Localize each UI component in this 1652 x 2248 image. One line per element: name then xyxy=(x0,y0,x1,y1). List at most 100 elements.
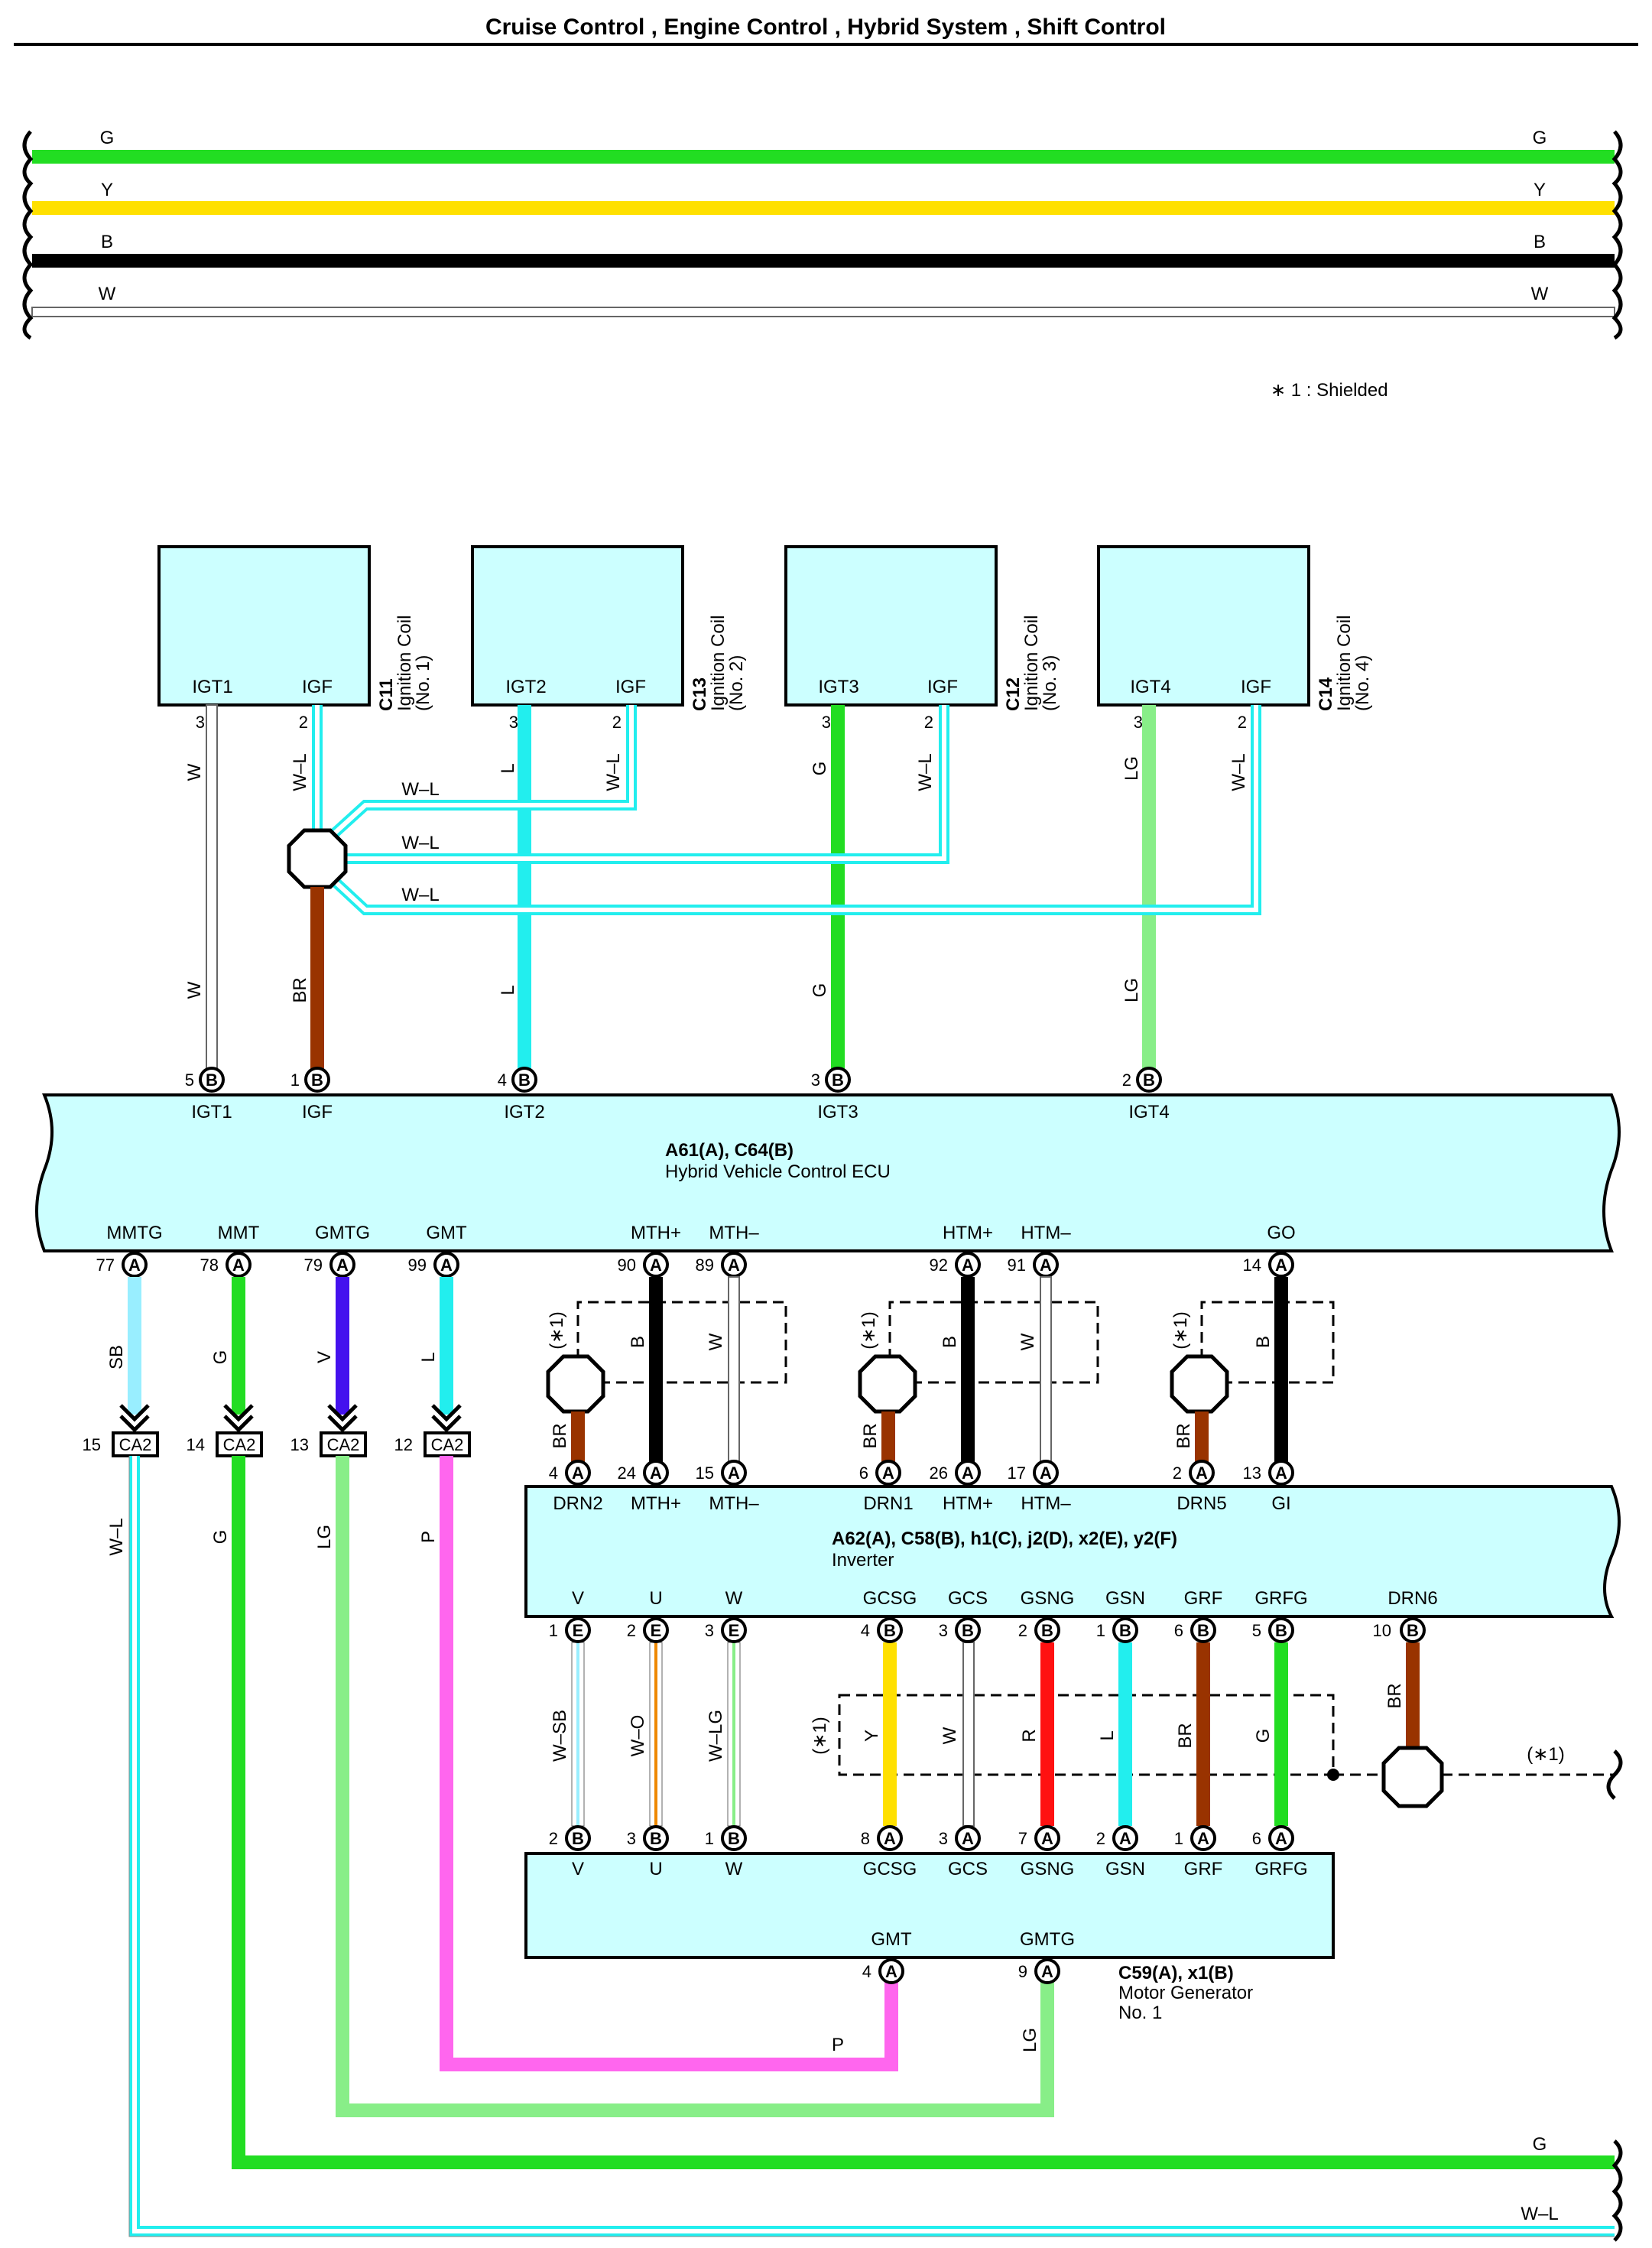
svg-text:1: 1 xyxy=(705,1829,714,1848)
svg-text:U: U xyxy=(649,1588,662,1609)
igf-wl-wires xyxy=(312,705,1261,915)
svg-text:CA2: CA2 xyxy=(119,1435,152,1454)
svg-text:A: A xyxy=(128,1256,141,1275)
ecu-top-pin-igt3: B 3 IGT3 xyxy=(811,1067,858,1122)
bus-label-y-right: Y xyxy=(1534,180,1546,200)
svg-text:A: A xyxy=(232,1256,245,1275)
igf-splice-octagon xyxy=(287,828,348,889)
splice-wl-label-2: W–L xyxy=(401,833,439,853)
ecu-bottom-pin-gmt: GMT A 99 xyxy=(408,1223,467,1278)
ecu-bottom-pin-mmtg: MMTG A 77 xyxy=(96,1223,163,1278)
svg-text:2: 2 xyxy=(1018,1621,1027,1640)
ca2-pin-12: CA2 12 xyxy=(394,1404,471,1457)
svg-text:B: B xyxy=(1197,1621,1209,1640)
svg-text:4: 4 xyxy=(498,1070,507,1090)
svg-text:MTH–: MTH– xyxy=(709,1223,759,1243)
inverter-pin-u: UE2 xyxy=(627,1588,669,1643)
igt4-wire-label-bottom: LG xyxy=(1121,978,1142,1002)
coil-3-igf-label: IGF xyxy=(927,677,958,697)
top-bus: G Y B W G Y B W xyxy=(22,128,1623,340)
bottom-lg-label: LG xyxy=(1020,2028,1040,2052)
svg-text:77: 77 xyxy=(96,1256,115,1275)
svg-text:(No. 1): (No. 1) xyxy=(413,655,433,711)
svg-text:GMTG: GMTG xyxy=(1020,1929,1075,1950)
svg-text:Ignition Coil: Ignition Coil xyxy=(1021,616,1042,711)
inverter-pin-w: WE3 xyxy=(705,1588,747,1643)
svg-text:B: B xyxy=(1275,1621,1287,1640)
svg-text:A: A xyxy=(1275,1463,1287,1483)
svg-text:B: B xyxy=(628,1336,648,1348)
svg-text:HTM–: HTM– xyxy=(1021,1223,1071,1243)
lower-long-wires xyxy=(128,1456,1623,2242)
svg-text:W: W xyxy=(706,1333,726,1350)
mg-name: Motor Generator xyxy=(1118,1983,1253,2003)
svg-text:U: U xyxy=(649,1859,662,1879)
svg-text:(No. 4): (No. 4) xyxy=(1352,655,1373,711)
svg-text:B: B xyxy=(962,1621,974,1640)
svg-text:1: 1 xyxy=(1174,1829,1183,1848)
mg-pin-w: B1W xyxy=(705,1825,747,1879)
svg-text:CA2: CA2 xyxy=(431,1435,464,1454)
svg-text:B: B xyxy=(518,1070,531,1090)
svg-text:90: 90 xyxy=(618,1256,636,1275)
svg-text:E: E xyxy=(651,1621,662,1640)
svg-text:A: A xyxy=(1119,1829,1131,1848)
svg-text:7: 7 xyxy=(1018,1829,1027,1848)
svg-text:MTH+: MTH+ xyxy=(631,1493,681,1514)
ecu-bottom-pin-gmtg: GMTG A 79 xyxy=(304,1223,370,1278)
svg-text:GCSG: GCSG xyxy=(863,1859,917,1879)
svg-text:B: B xyxy=(1407,1621,1419,1640)
svg-text:V: V xyxy=(572,1859,584,1879)
coil-4-igt-pin: 3 xyxy=(1134,713,1143,732)
svg-text:(∗1): (∗1) xyxy=(547,1311,567,1349)
shield-group-2: (∗1) BR B W xyxy=(858,1276,1099,1472)
coil-1-igf-label: IGF xyxy=(302,677,333,697)
mg-pin-u: B3U xyxy=(627,1825,669,1879)
svg-text:5: 5 xyxy=(1252,1621,1261,1640)
coil-2-box xyxy=(471,545,684,707)
svg-text:B: B xyxy=(940,1336,960,1348)
coil-1-igt-label: IGT1 xyxy=(192,677,232,697)
coil-4-box xyxy=(1097,545,1310,707)
shield-break-right xyxy=(1606,1749,1623,1800)
svg-text:13: 13 xyxy=(1243,1463,1261,1483)
shield-note: ∗ 1 : Shielded xyxy=(1271,380,1388,401)
svg-text:BR: BR xyxy=(1173,1423,1194,1448)
svg-text:8: 8 xyxy=(861,1829,870,1848)
svg-text:1: 1 xyxy=(290,1070,300,1090)
ecu-top-pin-igt4: B 2 IGT4 xyxy=(1122,1067,1170,1122)
ecu-bottom-pin-htm-plus: HTM+ A 92 xyxy=(930,1223,993,1278)
svg-text:A: A xyxy=(885,1962,897,1981)
svg-text:GSN: GSN xyxy=(1105,1859,1145,1879)
svg-text:L: L xyxy=(1097,1730,1118,1740)
ignition-coils: IGT1 IGF IGT2 IGF IGT3 IGF IGT4 IGF C11 … xyxy=(157,545,1373,732)
inverter-pin-v: VE1 xyxy=(549,1588,591,1643)
svg-text:4: 4 xyxy=(549,1463,558,1483)
igt1-wire-label-bottom: W xyxy=(184,981,205,999)
shield-mark-right: (∗1) xyxy=(1527,1744,1564,1765)
svg-text:GMTG: GMTG xyxy=(315,1223,370,1243)
bus-label-w-left: W xyxy=(99,284,116,304)
bus-break-left xyxy=(22,130,34,340)
svg-text:BR: BR xyxy=(1175,1723,1196,1748)
svg-text:A: A xyxy=(1197,1829,1209,1848)
coil-3-igt-label: IGT3 xyxy=(818,677,858,697)
svg-text:3: 3 xyxy=(939,1621,948,1640)
ecu-bottom-pin-mth-minus: MTH– A 89 xyxy=(696,1223,759,1278)
igf2-wire-label: W–L xyxy=(603,753,624,791)
inverter-box xyxy=(524,1485,1621,1618)
coil-2-igt-label: IGT2 xyxy=(505,677,546,697)
svg-text:W–LG: W–LG xyxy=(706,1710,726,1762)
svg-text:GSNG: GSNG xyxy=(1021,1588,1075,1609)
